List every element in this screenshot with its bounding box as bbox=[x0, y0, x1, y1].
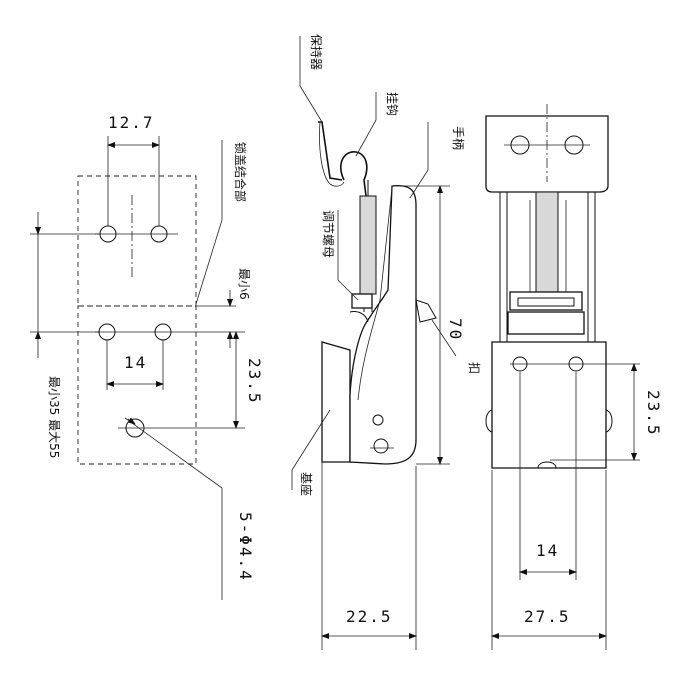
dim-vertical-mid: 23.5 bbox=[245, 358, 264, 405]
label-min-max: 最小35 最大55 bbox=[47, 376, 61, 458]
dim-side-width: 22.5 bbox=[346, 607, 393, 626]
adjust-nut bbox=[359, 195, 377, 295]
label-buckle: 扣 bbox=[467, 362, 481, 374]
label-min-6: 最小6 bbox=[237, 268, 251, 300]
keeper bbox=[318, 121, 343, 181]
label-keeper: 保持器 bbox=[309, 34, 324, 70]
label-handle: 手柄 bbox=[451, 126, 465, 150]
label-base: 基座 bbox=[299, 472, 314, 496]
side-view: 70 22.5 保持器 挂钩 手柄 调节螺母 扣 基座 bbox=[291, 34, 481, 650]
base-plate bbox=[321, 341, 351, 463]
label-adjust-nut: 调节螺母 bbox=[321, 210, 335, 258]
handle bbox=[349, 184, 417, 465]
hole-pattern-view: 12.7 14 23.5 最小6 最小35 最大55 5-Φ4.4 锁盖结合部 bbox=[30, 113, 264, 600]
dim-holes: 5-Φ4.4 bbox=[236, 512, 255, 582]
buckle-clip bbox=[415, 299, 437, 323]
dim-front-spacing: 14 bbox=[536, 541, 559, 560]
front-view: 23.5 14 27.5 bbox=[485, 104, 663, 650]
front-nut bbox=[509, 291, 583, 311]
front-base bbox=[491, 341, 607, 469]
dim-front-vertical: 23.5 bbox=[644, 390, 663, 437]
hook bbox=[340, 151, 368, 197]
base-mount-outline bbox=[77, 305, 197, 465]
dim-front-width: 27.5 bbox=[524, 607, 571, 626]
lid-mount-outline bbox=[77, 175, 197, 307]
dim-hole-spacing-mid: 14 bbox=[124, 353, 147, 372]
adjust-rod bbox=[535, 191, 559, 295]
dim-hole-spacing-top: 12.7 bbox=[108, 113, 155, 132]
label-mount-part: 锁盖结合部 bbox=[233, 142, 248, 202]
dim-height-total: 70 bbox=[446, 318, 465, 341]
label-hook: 挂钩 bbox=[385, 92, 399, 116]
